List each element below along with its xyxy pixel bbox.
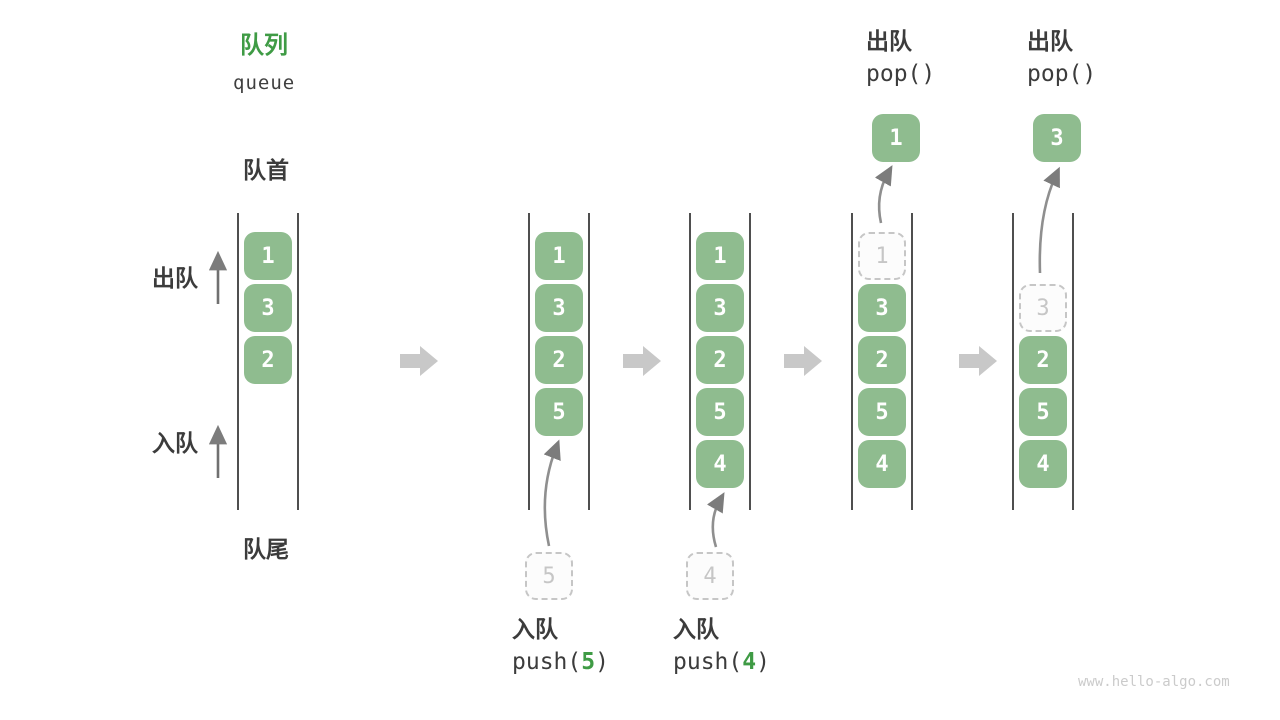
watermark: www.hello-algo.com (1078, 674, 1230, 690)
queue-cell: 2 (1019, 336, 1067, 384)
queue-wall-left (851, 213, 853, 510)
label-enqueue: 入队 (152, 430, 198, 456)
queue-cell: 1 (244, 232, 292, 280)
pop-3-arrow-icon (1038, 166, 1060, 274)
pop-operation-label: 出队 pop() (866, 28, 935, 87)
queue-wall-right (588, 213, 590, 510)
popped-element-box: 3 (1033, 114, 1081, 162)
step-arrow-icon (959, 346, 997, 376)
queue-cell: 4 (1019, 440, 1067, 488)
queue-cell: 5 (858, 388, 906, 436)
queue-wall-left (528, 213, 530, 510)
queue-cell: 4 (858, 440, 906, 488)
op-label-zh: 入队 (512, 616, 558, 642)
queue-cell: 3 (696, 284, 744, 332)
queue-cell-ghost: 3 (1019, 284, 1067, 332)
op-code: pop() (1027, 61, 1097, 87)
label-queue-rear: 队尾 (243, 536, 289, 562)
queue-wall-right (749, 213, 751, 510)
page-title: 队列 (240, 32, 288, 59)
step-arrow-icon (784, 346, 822, 376)
queue-wall-right (911, 213, 913, 510)
queue-cell: 5 (696, 388, 744, 436)
incoming-element-ghost: 5 (525, 552, 573, 600)
queue-wall-left (689, 213, 691, 510)
op-label-zh: 入队 (673, 616, 719, 642)
queue-cell: 2 (696, 336, 744, 384)
page-subtitle: queue (233, 72, 296, 94)
op-code: push(4) (673, 649, 770, 675)
queue-cell: 5 (535, 388, 583, 436)
popped-element-box: 1 (872, 114, 920, 162)
pop-1-arrow-icon (874, 165, 893, 224)
label-dequeue: 出队 (152, 265, 198, 291)
queue-cell: 1 (535, 232, 583, 280)
queue-cell: 5 (1019, 388, 1067, 436)
push-operation-label: 入队 push(5) (512, 616, 609, 675)
label-queue-front: 队首 (243, 157, 289, 183)
op-label-zh: 出队 (866, 28, 912, 54)
queue-cell-ghost: 1 (858, 232, 906, 280)
queue-cell: 3 (535, 284, 583, 332)
push-operation-label: 入队 push(4) (673, 616, 770, 675)
op-code: pop() (866, 61, 936, 87)
queue-cell: 2 (244, 336, 292, 384)
queue-cell: 1 (696, 232, 744, 280)
push-4-arrow-icon (706, 492, 725, 548)
push-5-arrow-icon (543, 439, 561, 547)
queue-cell: 2 (858, 336, 906, 384)
op-label-zh: 出队 (1027, 28, 1073, 54)
queue-wall-left (1012, 213, 1014, 510)
queue-wall-right (1072, 213, 1074, 510)
queue-cell: 3 (244, 284, 292, 332)
queue-cell: 2 (535, 336, 583, 384)
incoming-element-ghost: 4 (686, 552, 734, 600)
queue-cell: 3 (858, 284, 906, 332)
queue-cell: 4 (696, 440, 744, 488)
queue-wall-right (297, 213, 299, 510)
queue-wall-left (237, 213, 239, 510)
step-arrow-icon (623, 346, 661, 376)
step-arrow-icon (400, 346, 438, 376)
pop-operation-label: 出队 pop() (1027, 28, 1096, 87)
op-code: push(5) (512, 649, 609, 675)
